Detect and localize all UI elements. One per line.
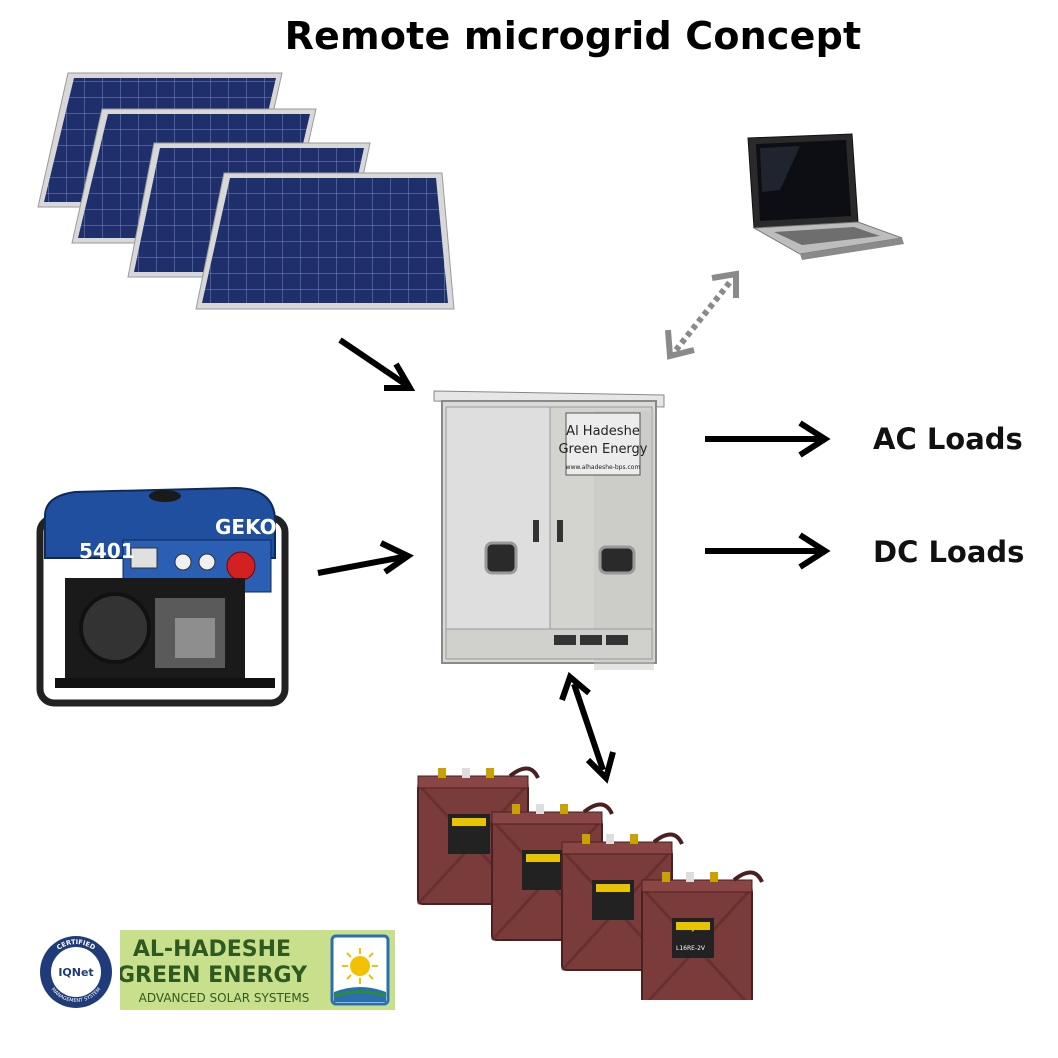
logo-tagline: ADVANCED SOLAR SYSTEMS — [139, 991, 310, 1005]
ac-loads-label: AC Loads — [873, 422, 1023, 456]
solar-panels — [37, 72, 455, 310]
generator-model: 5401 — [79, 539, 135, 563]
cabinet-brand-line2: Green Energy — [558, 442, 647, 457]
arrow-controller-battery-bidirectional — [559, 671, 616, 784]
iqnet-center-text: IQNet — [58, 966, 93, 979]
controller-cabinet: Al Hadeshe Green Energy www.alhadeshe-bp… — [433, 390, 665, 670]
arrow-to-ac-loads — [705, 420, 831, 458]
battery-brand: Trojan — [678, 923, 706, 932]
iqnet-certification-seal: CERTIFIED MANAGEMENT SYSTEM IQNet — [40, 936, 112, 1008]
sun-emblem-icon — [330, 934, 390, 1006]
arrow-generator-to-controller — [317, 540, 414, 576]
diesel-generator: 5401 GEKO — [36, 486, 289, 707]
arrow-to-dc-loads — [705, 532, 831, 570]
logo-company-line2: GREEN ENERGY — [120, 963, 308, 988]
generator-brand: GEKO — [215, 515, 277, 539]
laptop-icon — [747, 133, 904, 260]
battery-model: L16RE-2V — [676, 945, 706, 952]
dc-loads-label: DC Loads — [873, 535, 1025, 569]
arrow-laptop-controller-dotted — [665, 270, 739, 360]
solar-panel-4 — [195, 172, 455, 310]
cabinet-brand-line1: Al Hadeshe — [566, 424, 640, 439]
logo-company-line1: AL-HADESHE — [133, 937, 291, 962]
battery-bank: Trojan L16RE-2V — [416, 766, 764, 1000]
arrow-solar-to-controller — [338, 337, 416, 391]
page-title: Remote microgrid Concept — [284, 14, 862, 58]
battery-4 — [640, 870, 764, 1000]
cabinet-url: www.alhadeshe-bps.com — [566, 464, 641, 471]
company-logo: AL-HADESHE GREEN ENERGY ADVANCED SOLAR S… — [120, 930, 395, 1010]
